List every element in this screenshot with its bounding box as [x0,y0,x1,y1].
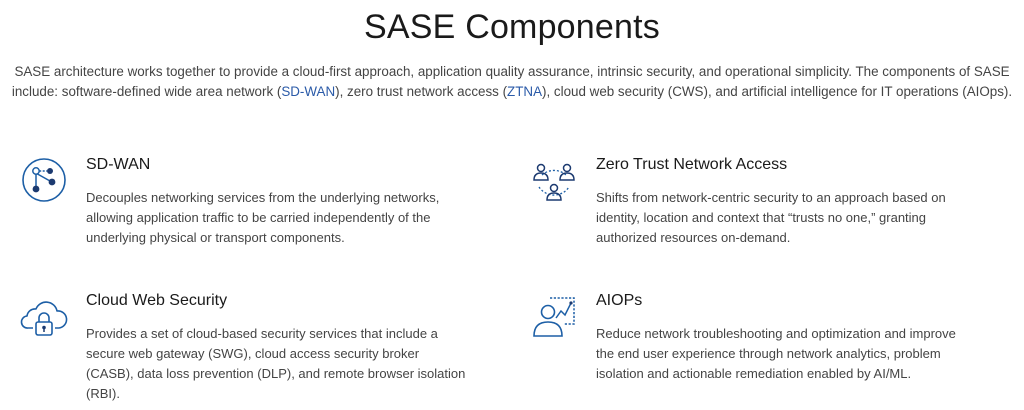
sd-wan-link[interactable]: SD-WAN [281,84,336,99]
ztna-description: Shifts from network-centric security to … [596,190,946,245]
people-network-icon [530,156,578,204]
user-analytics-icon [530,292,578,340]
intro-text-2: ), zero trust network access ( [335,84,508,99]
intro-paragraph: SASE architecture works together to prov… [10,62,1014,102]
sd-wan-description: Decouples networking services from the u… [86,190,440,245]
ztna-title: Zero Trust Network Access [596,156,788,173]
cws-description: Provides a set of cloud-based security s… [86,326,466,401]
cws-title: Cloud Web Security [86,292,228,309]
aiops-description: Reduce network troubleshooting and optim… [596,326,956,381]
page-title: SASE Components [364,8,660,46]
ztna-link[interactable]: ZTNA [507,84,543,99]
aiops-title: AIOPs [596,292,643,309]
cloud-lock-icon [20,292,68,340]
sd-wan-title: SD-WAN [86,156,151,173]
intro-text-1: SASE architecture works together to prov… [11,64,1010,99]
network-nodes-icon [20,156,68,204]
intro-text-3: ), cloud web security (CWS), and artific… [542,84,1013,99]
